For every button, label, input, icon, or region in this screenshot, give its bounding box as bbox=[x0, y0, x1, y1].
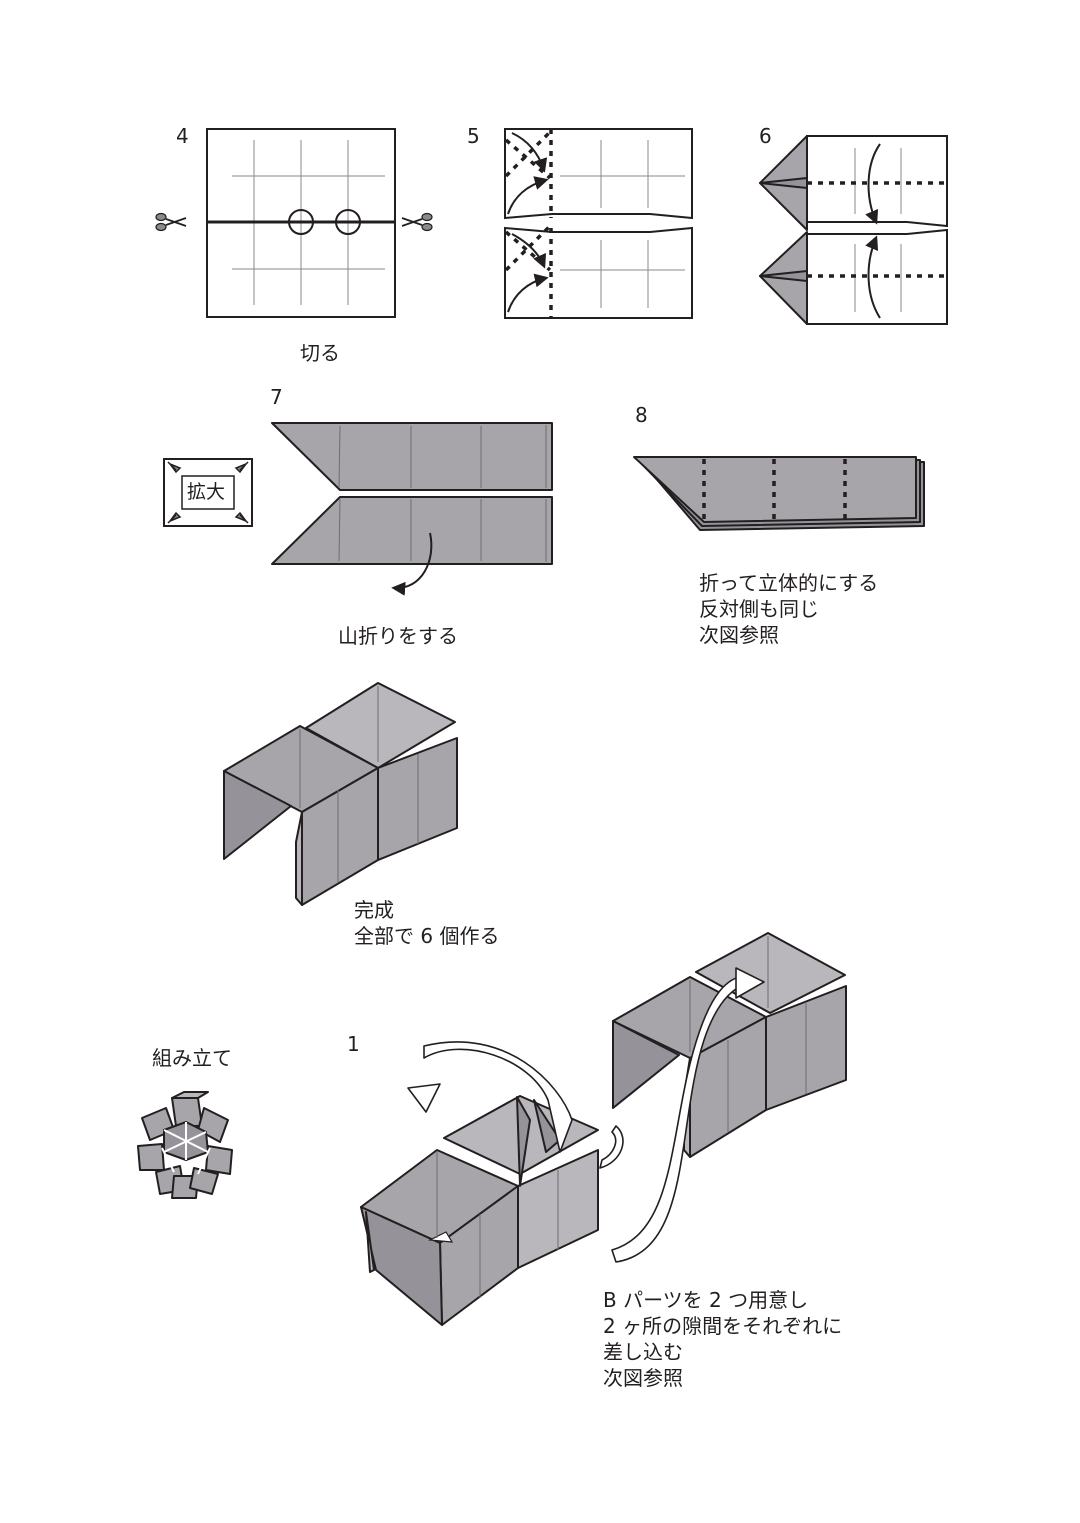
step4-figure bbox=[155, 128, 433, 318]
caption-line: 折って立体的にする bbox=[699, 571, 879, 595]
step-number-4: 4 bbox=[176, 124, 189, 148]
caption-step8: 折って立体的にする 反対側も同じ 次図参照 bbox=[699, 570, 878, 648]
step8-figure bbox=[633, 456, 925, 531]
scissors-icon bbox=[401, 212, 433, 232]
caption-line: 完成 bbox=[354, 898, 394, 922]
step-number-6: 6 bbox=[759, 124, 772, 148]
completed-module bbox=[223, 682, 458, 906]
scissors-icon bbox=[155, 212, 187, 232]
assembly-step-number-1: 1 bbox=[347, 1032, 360, 1056]
insert-arrow-icon bbox=[599, 967, 765, 1263]
caption-mountain-fold: 山折りをする bbox=[338, 624, 458, 648]
fold-arrow-icon bbox=[391, 532, 433, 596]
assembled-ball bbox=[137, 1091, 233, 1199]
caption-assembly-title: 組み立て bbox=[152, 1046, 232, 1070]
assembly1-right-module bbox=[612, 932, 847, 1158]
caption-line: 反対側も同じ bbox=[699, 597, 819, 621]
caption-line: 次図参照 bbox=[603, 1366, 683, 1390]
zoom-icon bbox=[163, 458, 253, 527]
step7-figure bbox=[163, 422, 553, 596]
step-number-7: 7 bbox=[270, 385, 283, 409]
caption-line: 全部で 6 個作る bbox=[354, 924, 500, 948]
step5-figure bbox=[504, 128, 693, 319]
caption-assembly1: B パーツを 2 つ用意し 2 ヶ所の隙間をそれぞれに 差し込む 次図参照 bbox=[603, 1287, 842, 1391]
assembly1-left-module bbox=[360, 1095, 599, 1326]
caption-line: 次図参照 bbox=[699, 623, 779, 647]
step-number-8: 8 bbox=[635, 403, 648, 427]
caption-zoom: 拡大 bbox=[187, 481, 226, 503]
step6-figure bbox=[759, 135, 948, 325]
caption-complete: 完成 全部で 6 個作る bbox=[354, 897, 499, 949]
caption-line: 2 ヶ所の隙間をそれぞれに bbox=[603, 1314, 843, 1338]
caption-line: 差し込む bbox=[603, 1340, 683, 1364]
insert-arrow-icon bbox=[407, 1041, 573, 1153]
step-number-5: 5 bbox=[467, 124, 480, 148]
caption-cut: 切る bbox=[300, 341, 340, 365]
caption-line: B パーツを 2 つ用意し bbox=[603, 1288, 809, 1312]
